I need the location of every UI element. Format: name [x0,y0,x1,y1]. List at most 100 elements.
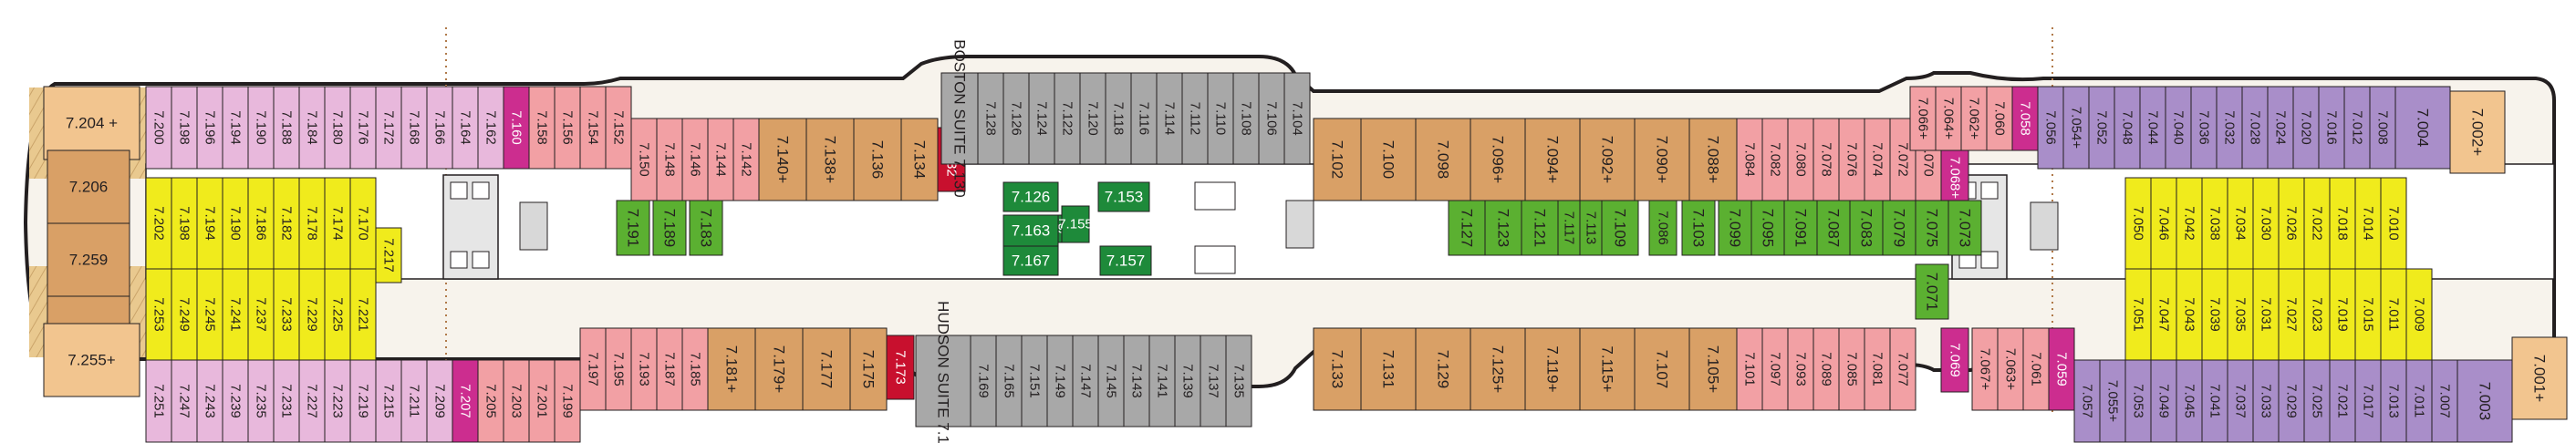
cabin-number: 7.195 [611,352,627,386]
cabin: 7.125+ [1470,327,1526,411]
cabin-number: 7.169 [976,364,992,398]
cabin-box [2150,268,2177,361]
cabin-box [2201,359,2228,443]
cabin-number: 7.066+ [1916,98,1931,140]
cabin: 7.147 [1072,335,1099,428]
cabin-number: 7.062+ [1967,98,1982,140]
cabin: 7.169 [970,335,997,428]
cabin-number: 7.112 [1188,102,1203,135]
cabin: 7.107 [1634,327,1690,411]
cabin: 7.185 [681,327,709,411]
cabin: 7.188 [273,86,300,170]
cabin-number: 7.063+ [2003,348,2019,391]
cabin-box [853,118,902,201]
cabin-number: 7.170 [356,206,371,241]
cabin: 7.143 [1123,335,1150,428]
cabin: 7.231 [273,359,300,443]
cabin-number: 7.176 [356,110,371,145]
cabin: 7.167 [1002,245,1059,276]
cabin-box [652,200,687,256]
cabin-number: 7.120 [1085,101,1101,136]
cabin-box [2073,359,2101,443]
cabin-box [2354,268,2382,361]
cabin: 7.052 [2088,86,2115,170]
cabin-box [2343,86,2371,170]
cabin-number: 7.215 [381,384,397,418]
cabin-number: 7.029 [2284,384,2300,418]
cabin-box [1028,72,1055,165]
cabin-number: 7.019 [2335,297,2351,332]
cabin-number: 7.089 [1819,352,1834,386]
cabin-box [754,327,804,411]
cabin: 7.116 [1130,72,1158,165]
cabin-box [1079,72,1106,165]
cabin-box [1601,200,1639,256]
cabin: 7.229 [298,268,326,361]
cabin-number: 7.075 [1924,209,1941,248]
cabin-box [1521,200,1559,256]
cabin-number: 7.104 [1290,101,1305,136]
cabin-box [2227,359,2254,443]
cabin: 7.055+ [2099,359,2126,443]
cabin: 7.108 [1232,72,1260,165]
cabin-box [400,359,428,443]
cabin-box [2022,327,2050,411]
cabin-box [2062,86,2090,170]
cabin-number: 7.194 [228,110,244,145]
cabin-box [1097,335,1125,428]
cabin: 7.121 [1521,200,1559,256]
cabin-number: 7.012 [2350,110,2365,145]
cabin-box [349,86,377,170]
cabin-number: 7.088+ [1705,136,1722,184]
cabin: 7.255+ [43,323,140,397]
cabin: 7.199 [554,359,581,443]
cabin-box [1787,327,1814,411]
cabin: 7.118 [1105,72,1132,165]
cabin-box [528,359,556,443]
cabin: 7.196 [196,86,223,170]
cabin: 7.106 [1258,72,1285,165]
cabin: 7.101 [1736,327,1763,411]
cabin-box [222,359,249,443]
cabin: 7.015 [2354,268,2382,361]
cabin: 7.001+ [2511,336,2568,420]
cabin-box [247,268,275,361]
cabin-number: 7.157 [1106,252,1146,270]
cabin: 7.247 [171,359,198,443]
cabin-number: 7.002+ [2469,108,2487,157]
cabin-box [400,86,428,170]
cabin-number: 7.039 [2207,297,2223,332]
cabin-number: 7.165 [1002,364,1017,398]
cabin-box [1360,327,1417,411]
cabin: 7.194 [222,86,249,170]
cabin-box [222,177,249,270]
cabin-box [47,149,130,224]
cabin-number: 7.207 [458,384,473,418]
cabin-number: 7.160 [509,110,525,145]
cabin: 7.241 [222,268,249,361]
cabin: 7.053 [2124,359,2152,443]
stairs-aft [519,201,548,251]
cabin-box [1061,205,1090,243]
cabin-box [247,86,275,170]
cabin-number: 7.203 [509,384,525,418]
cabin-box [2511,336,2568,420]
cabin: 7.090+ [1634,118,1690,201]
cabin-box [1882,200,1916,256]
cabin-number: 7.020 [2299,110,2314,145]
cabin-number: 7.162 [483,110,499,145]
cabin: 7.131 [1360,327,1417,411]
cabin-number: 7.122 [1060,101,1075,136]
cabin: 7.056 [2037,86,2064,170]
cabin: 7.243 [196,359,223,443]
cabin: 7.259 [47,222,130,297]
cabin-number: 7.086 [1656,211,1671,245]
cabin-number: 7.186 [254,206,269,241]
cabin-number: 7.101 [1742,352,1758,386]
cabin: 7.076 [1838,118,1865,201]
cabin: 7.013 [2380,359,2407,443]
cabin: 7.158 [528,86,556,170]
cabin: 7.086 [1648,200,1678,256]
cabin-box [1415,118,1471,201]
cabin-box [2252,268,2280,361]
